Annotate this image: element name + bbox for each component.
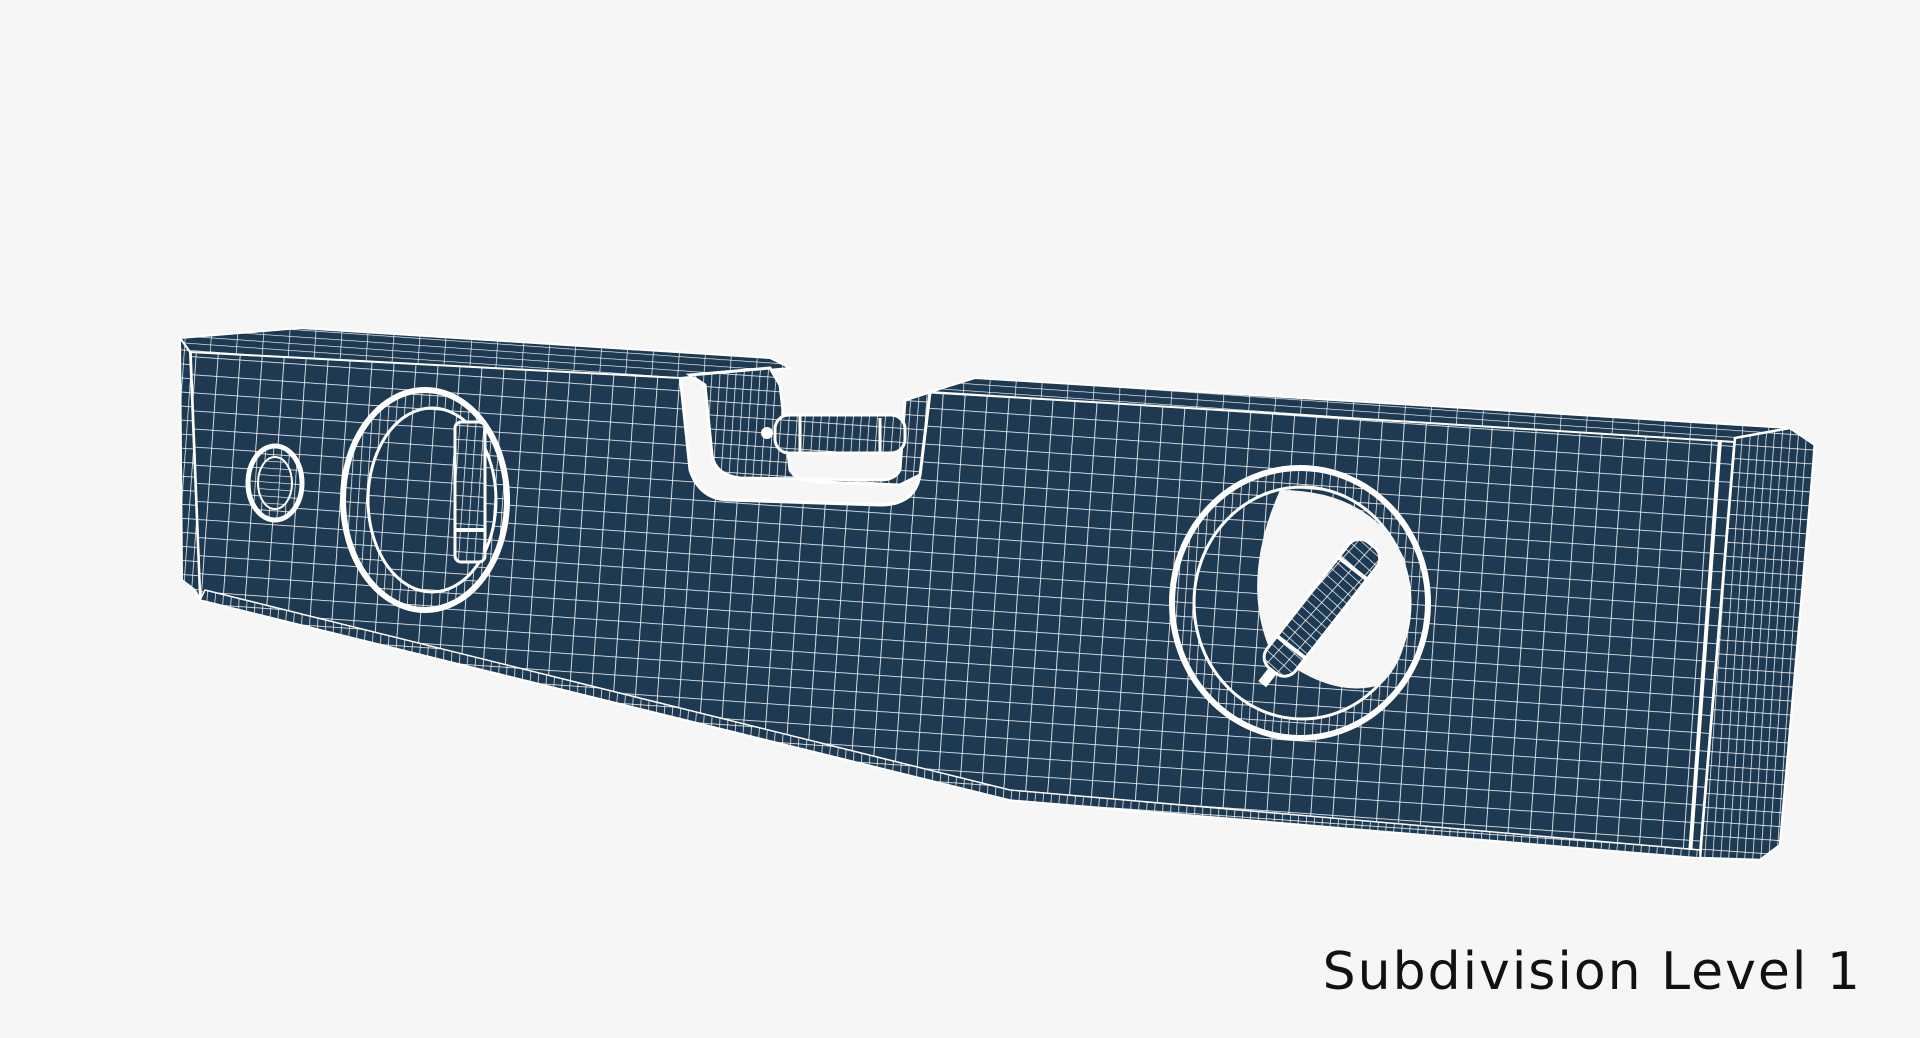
small-mounting-hole: [245, 443, 305, 523]
center-vial: [761, 413, 907, 455]
vial-tube: [1258, 537, 1382, 688]
right-vial-window: [1169, 465, 1431, 741]
subdivision-level-caption: Subdivision Level 1: [1322, 942, 1862, 1002]
left-vial-window: [340, 387, 510, 613]
